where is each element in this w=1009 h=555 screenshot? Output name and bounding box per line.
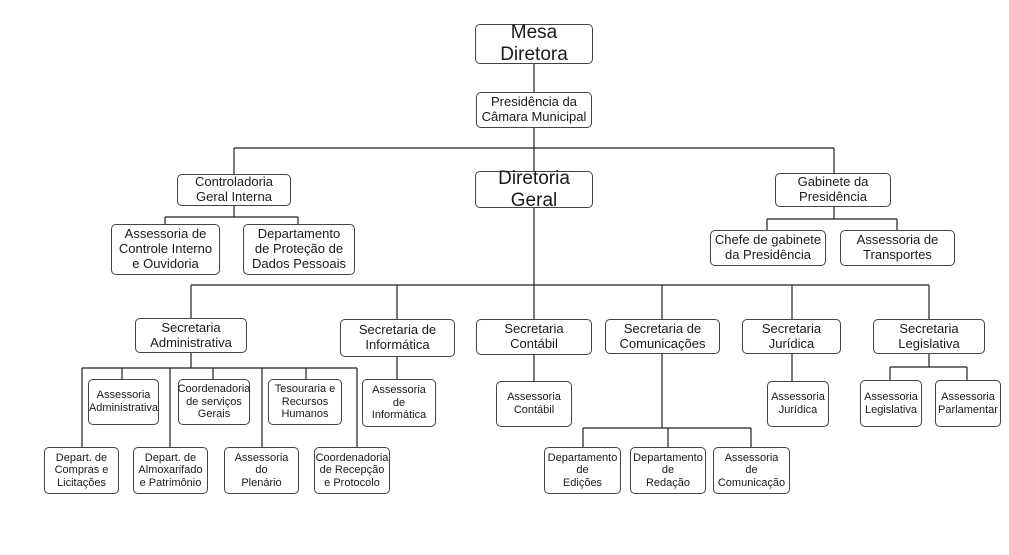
controladoria-box: Controladoria Geral Interna [177,174,291,206]
assessoria-plenario-box: Assessoria do Plenário [224,447,299,494]
coord-servicos-box: Coordenadoria de serviços Gerais [178,379,250,425]
tesouraria-box: Tesouraria e Recursos Humanos [268,379,342,425]
chefe-gabinete-box: Chefe de gabinete da Presidência [710,230,826,266]
mesa-diretora-box: Mesa Diretora [475,22,593,65]
assessoria-administrativa-box: Assessoria Administrativa [88,379,159,425]
depart-compras-box: Depart. de Compras e Licitações [44,447,119,494]
gabinete-box: Gabinete da Presidência [775,173,891,207]
sec-administrativa-box: Secretaria Administrativa [135,318,247,353]
assessoria-juridica-box: Assessoria Jurídica [767,381,829,427]
assessoria-legislativa-box: Assessoria Legislativa [860,380,922,427]
sec-comunicacoes-box: Secretaria de Comunicações [605,319,720,354]
sec-contabil-box: Secretaria Contábil [476,319,592,355]
sec-legislativa-box: Secretaria Legislativa [873,319,985,354]
assessoria-transportes-box: Assessoria de Transportes [840,230,955,266]
assessoria-informatica-box: Assessoria de Informática [362,379,436,427]
depto-protecao-box: Departamento de Proteção de Dados Pessoa… [243,224,355,275]
sec-informatica-box: Secretaria de Informática [340,319,455,357]
diretoria-geral-box: Diretoria Geral [475,168,593,211]
depart-almoxarifado-box: Depart. de Almoxarifado e Patrimônio [133,447,208,494]
assessoria-contabil-box: Assessoria Contábil [496,381,572,427]
sec-juridica-box: Secretaria Jurídica [742,319,841,354]
presidencia-box: Presidência da Câmara Municipal [476,92,592,128]
assessoria-controle-box: Assessoria de Controle Interno e Ouvidor… [111,224,220,275]
assessoria-parlamentar-box: Assessoria Parlamentar [935,380,1001,427]
depto-edicoes-box: Departamento de Edições [544,447,621,494]
depto-redacao-box: Departamento de Redação [630,447,706,494]
coord-recepcao-box: Coordenadoria de Recepção e Protocolo [314,447,390,494]
assessoria-comunicacao-box: Assessoria de Comunicação [713,447,790,494]
